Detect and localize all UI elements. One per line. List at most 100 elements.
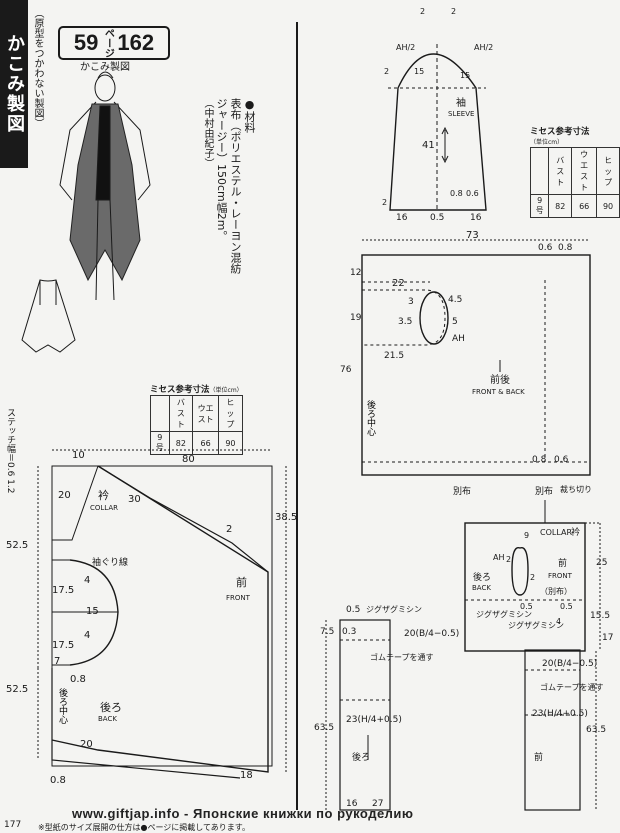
dim-label: 9 — [524, 531, 529, 540]
dim-label: 2 — [451, 7, 456, 16]
collar-label-en: COLLAR — [90, 504, 118, 512]
size-table-caption: ミセス参考寸法 — [150, 385, 210, 395]
pants-front-zigzag: ジグザグミシン — [508, 620, 564, 630]
dim-label: 17.5 — [52, 585, 74, 596]
pants-front-elastic: ゴムテープを通す — [540, 682, 604, 692]
dim-label: 7 — [54, 656, 60, 667]
sleeve-label-jp: 袖 — [456, 96, 466, 109]
pants-front-pattern — [524, 649, 597, 811]
size-table-header: バスト — [548, 147, 573, 195]
page-ref-caption: かこみ製図 — [80, 62, 130, 73]
size-table-caption: ミセス参考寸法 — [530, 127, 590, 137]
size-table-cell: 90 — [596, 194, 620, 218]
sleeve-label-en: SLEEVE — [448, 110, 474, 118]
dim-label: 52.5 — [6, 540, 28, 551]
pants-back-zigzag: ジグザグミシン — [366, 604, 422, 614]
page-ref-right: 162 — [117, 30, 155, 55]
dim-label: 4.5 — [448, 295, 462, 305]
dim-label: 0.3 — [342, 627, 356, 637]
front-back-label-en: FRONT & BACK — [472, 388, 525, 396]
dim-label: 16 — [346, 799, 358, 809]
dim-label: 15.5 — [590, 611, 610, 621]
sleeve-pattern — [388, 44, 487, 211]
dim-label: 73 — [466, 230, 479, 241]
dim-label: 3 — [408, 297, 414, 307]
dim-label: 16 — [396, 213, 408, 223]
footer-page-number: 177 — [4, 820, 22, 830]
dim-label: 0.6 — [554, 455, 569, 465]
collar-front-en: FRONT — [548, 572, 573, 580]
ah-label: AH — [493, 553, 505, 562]
dim-label: 63.5 — [314, 723, 334, 733]
dim-label: AH — [452, 334, 465, 344]
dim-label: 41 — [422, 140, 435, 151]
pants-front-label: 前 — [534, 751, 543, 763]
dim-label: 20(B/4−0.5) — [542, 659, 597, 669]
collar-piece-jp: 衿 — [571, 526, 580, 538]
dim-label: 4 — [556, 617, 561, 626]
dim-label: 16 — [470, 213, 482, 223]
dim-label: 18 — [240, 770, 253, 781]
dim-label: 2 — [226, 524, 232, 535]
size-table-cell: 82 — [168, 431, 194, 455]
front-label-en: FRONT — [226, 594, 251, 602]
dim-label: 15 — [414, 67, 424, 76]
size-table-cell: 66 — [571, 194, 598, 218]
dim-label: 52.5 — [6, 684, 28, 695]
dim-label: 76 — [340, 365, 352, 375]
dim-label: 17.5 — [52, 640, 74, 651]
size-table-cell: 9号 — [150, 431, 170, 455]
dim-label: 0.5 — [520, 602, 533, 611]
dim-label: 0.5 — [430, 213, 444, 223]
size-table-header: ウエスト — [192, 395, 220, 432]
pattern-labels: 10 80 20 衿 COLLAR 30 2 38.5 52.5 袖ぐり線 17… — [6, 7, 613, 809]
size-table-unit: （単位cm） — [209, 387, 243, 394]
front-label-jp: 前 — [236, 575, 247, 589]
dim-label: 25 — [596, 558, 607, 568]
dim-label: AH/2 — [474, 43, 493, 52]
dim-label: 20 — [80, 739, 93, 750]
front-back-label-jp: 前後 — [490, 373, 510, 386]
collar-back-jp: 後ろ — [473, 571, 491, 583]
dim-label: 4 — [84, 575, 90, 586]
dim-label: 0.8 — [450, 189, 463, 198]
collar-label-jp: 衿 — [98, 488, 109, 502]
size-table-cell: 90 — [218, 431, 243, 455]
dim-label: 20(B/4−0.5) — [404, 629, 459, 639]
size-table-header: ヒップ — [218, 395, 243, 432]
collar-front-jp: 前 — [558, 557, 567, 569]
dim-label: 27 — [372, 799, 383, 809]
dim-label: 23(H/4+0.5) — [532, 709, 588, 719]
main-pattern — [37, 449, 287, 779]
dim-label: 23(H/4+0.5) — [346, 715, 402, 725]
dim-label: 2 — [530, 573, 535, 582]
size-table-cell: 66 — [192, 431, 220, 455]
page-ref-left: 59 — [73, 30, 99, 55]
size-table-cell: 9号 — [529, 194, 550, 218]
dim-label: 0.5 — [560, 602, 573, 611]
model-illustration — [59, 71, 151, 301]
separate-fabric-2: （別布） — [540, 586, 572, 596]
size-table-left: ミセス参考寸法（単位cm） バスト ウエスト ヒップ 9号 82 66 90 — [150, 383, 243, 455]
dim-label: 0.8 — [532, 455, 547, 465]
dim-label: 0.8 — [558, 243, 573, 253]
page-subtitle: （原型をつかわない製図） — [32, 8, 43, 128]
collar-piece-en: COLLAR — [540, 528, 572, 537]
page-reference-badge: 59 ページ 162 — [58, 26, 170, 60]
separate-fabric-label: 別布 — [535, 485, 553, 497]
dim-label: 17 — [602, 633, 613, 643]
dim-label: 4 — [84, 630, 90, 641]
page-ref-word: ページ — [102, 28, 114, 58]
stitch-width-label: ステッチ幅＝0.6 1.2 — [5, 408, 15, 494]
dim-label: 3.5 — [398, 317, 412, 327]
size-table-header: ウエスト — [571, 147, 598, 195]
dim-label: 20 — [58, 490, 71, 501]
front-back-pattern — [361, 239, 591, 476]
dim-label: 7.5 — [320, 627, 334, 637]
dim-label: 15 — [86, 606, 99, 617]
pants-back-pattern — [325, 619, 391, 811]
collar-back-en: BACK — [472, 584, 491, 592]
pants-back-elastic: ゴムテープを通す — [370, 652, 434, 662]
dim-label: 38.5 — [275, 512, 297, 523]
